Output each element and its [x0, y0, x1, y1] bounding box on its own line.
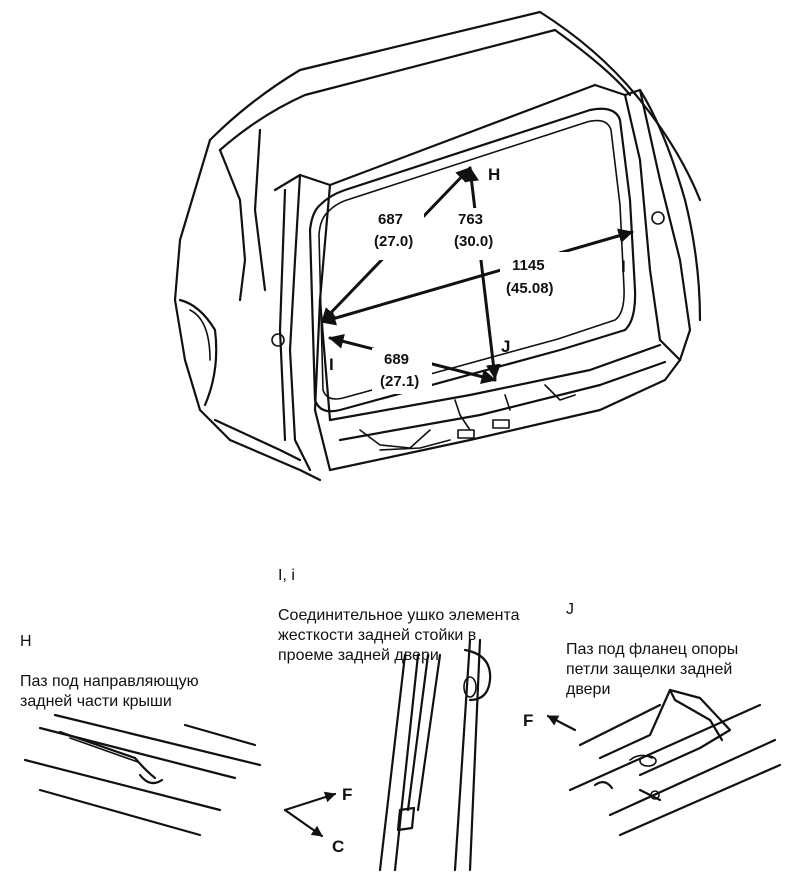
- caption-h: H Паз под направляющую задней части крыш…: [20, 612, 250, 712]
- dimension-labels: 687 (27.0) 763 (30.0) 1145 (45.08) 689 (…: [329, 165, 626, 394]
- point-i-right-label: I: [621, 257, 626, 276]
- detail-h-drawing: [23, 713, 262, 837]
- detail-i-drawing: F C: [283, 638, 492, 872]
- dim-763-mm: 763: [458, 211, 483, 228]
- dim-763-in: (30.0): [454, 233, 493, 250]
- caption-j: J Паз под фланец опоры петли защелки зад…: [566, 580, 791, 700]
- detail-j-drawing: F: [523, 688, 782, 837]
- dim-687-in: (27.0): [374, 233, 413, 250]
- dim-1145-mm: 1145: [512, 257, 545, 274]
- point-j-label: J: [501, 337, 510, 356]
- point-h-label: H: [488, 165, 500, 184]
- caption-h-letter: H: [20, 633, 32, 650]
- caption-i-text: Соединительное ушко элемента жесткости з…: [278, 607, 520, 664]
- detail-j-f-label: F: [523, 711, 533, 730]
- dimension-arrows: [320, 166, 634, 384]
- detail-i-f-label: F: [342, 785, 352, 804]
- point-i-left-label: I: [329, 355, 334, 374]
- detail-i-c-label: C: [332, 837, 344, 856]
- dim-689-mm: 689: [384, 351, 409, 368]
- vehicle-rear-drawing: [173, 10, 702, 482]
- caption-j-letter: J: [566, 601, 574, 618]
- caption-i-letter: I, i: [278, 567, 295, 584]
- arrow-1145: [320, 228, 634, 326]
- dim-689-in: (27.1): [380, 373, 419, 390]
- caption-h-text: Паз под направляющую задней части крыши: [20, 673, 199, 710]
- caption-j-text: Паз под фланец опоры петли защелки задне…: [566, 641, 739, 698]
- dim-1145-in: (45.08): [506, 280, 554, 297]
- dim-687-mm: 687: [378, 211, 403, 228]
- caption-i: I, i Соединительное ушко элемента жестко…: [278, 546, 558, 666]
